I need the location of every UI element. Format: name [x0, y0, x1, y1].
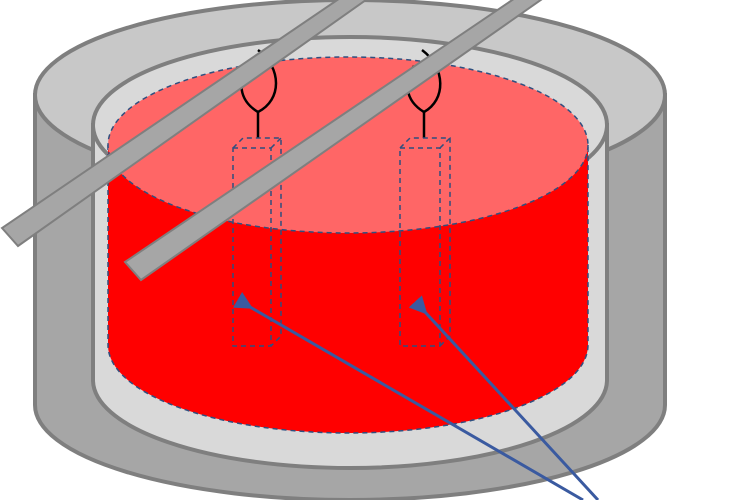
pointer-arrows [233, 291, 600, 500]
support-rods [0, 0, 543, 282]
liquid-surface [107, 56, 589, 234]
liquid-outline [107, 145, 589, 434]
submerged-sample-left [232, 137, 282, 347]
support-rod-left [0, 0, 368, 248]
support-rod-right [123, 0, 543, 282]
submerged-sample-right [399, 137, 451, 347]
pointer-arrow-left [233, 291, 584, 500]
pointer-arrow-right [408, 295, 600, 500]
submerged-samples [232, 137, 451, 347]
